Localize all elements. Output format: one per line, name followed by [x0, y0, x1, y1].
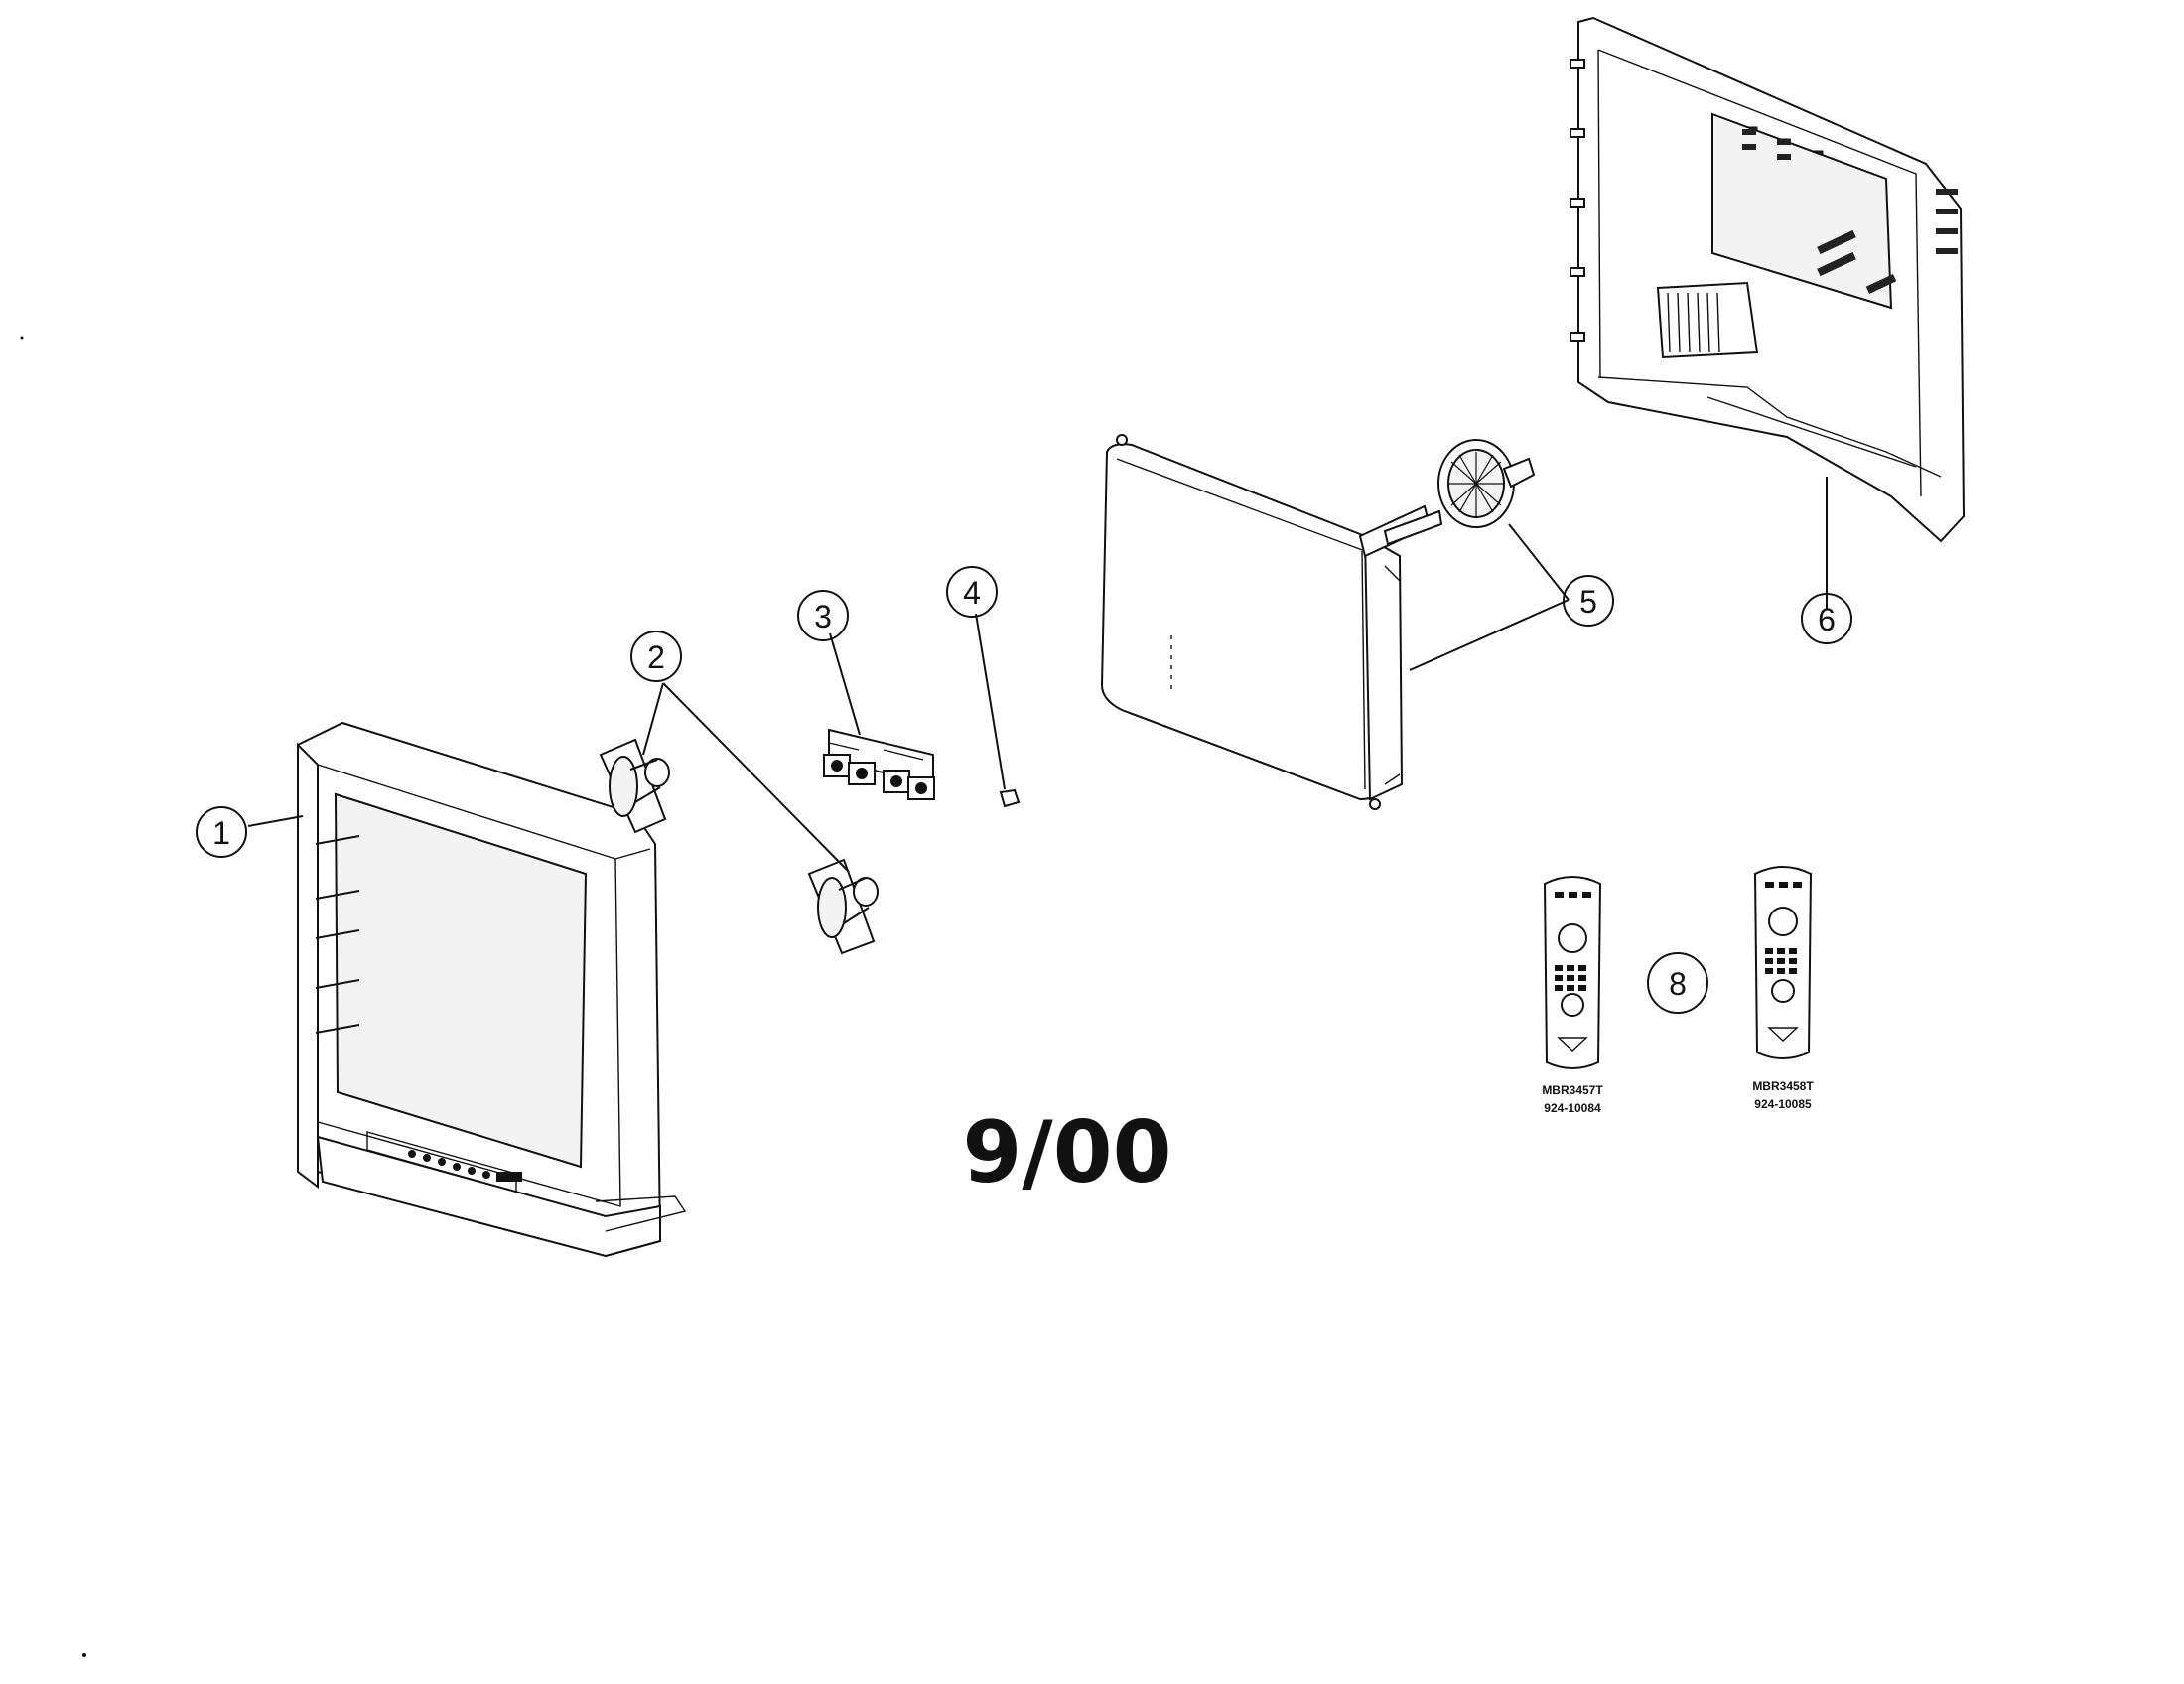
svg-text:6: 6	[1818, 602, 1836, 637]
speaker-upper	[599, 738, 670, 834]
callout-8: 8	[1647, 952, 1708, 1014]
svg-text:2: 2	[647, 639, 665, 675]
deflection-yoke-part	[1437, 439, 1536, 528]
svg-text:4: 4	[963, 575, 981, 611]
remote-2-model-label: MBR3458T	[1752, 1079, 1814, 1093]
knob-part	[999, 788, 1021, 808]
remote-control-mbr3458t	[1753, 866, 1813, 1059]
callout-6: 6	[1801, 593, 1852, 644]
jack-board-part	[823, 728, 935, 800]
svg-text:3: 3	[814, 599, 832, 634]
callout-4: 4	[946, 566, 998, 618]
svg-text:5: 5	[1579, 584, 1597, 620]
callout-5: 5	[1563, 575, 1614, 627]
speaker-lower	[807, 858, 879, 955]
leader-lines	[247, 477, 1828, 873]
front-cabinet-part	[296, 721, 687, 1258]
date-label: 9/00	[963, 1103, 1172, 1202]
remote-1-part-label: 924-10084	[1544, 1101, 1601, 1115]
callout-1: 1	[196, 806, 247, 858]
rear-cabinet-part	[1570, 16, 1966, 543]
remote-2-part-label: 924-10085	[1754, 1097, 1812, 1111]
svg-text:1: 1	[212, 815, 230, 851]
callout-2: 2	[630, 631, 682, 682]
remote-control-mbr3457t	[1543, 876, 1602, 1069]
callout-3: 3	[797, 590, 849, 641]
remote-1-model-label: MBR3457T	[1542, 1083, 1603, 1097]
picture-tube-part	[1100, 434, 1443, 810]
svg-text:8: 8	[1669, 966, 1687, 1002]
